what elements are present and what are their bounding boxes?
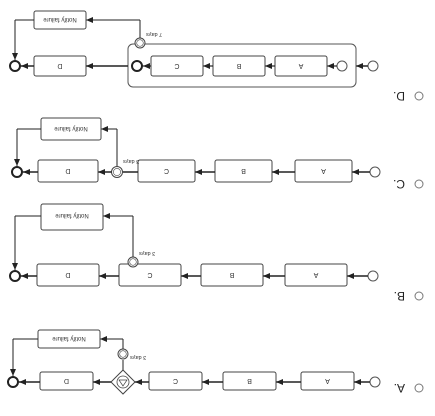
option-c-end-event — [11, 166, 23, 178]
option-d-task-d-label: D — [57, 62, 62, 69]
option-b-timer-label: 3 days — [139, 250, 155, 256]
option-a-radio[interactable] — [414, 383, 424, 393]
option-a-end-event — [7, 376, 19, 388]
option-b-label: B. — [394, 289, 405, 303]
option-a-task-c-label: C — [173, 377, 178, 384]
option-a-label: A. — [394, 381, 405, 395]
option-d-task-c-label: C — [174, 62, 179, 69]
option-c-task-d — [37, 159, 99, 183]
option-c-task-b-label: B — [241, 167, 246, 174]
option-a-task-c — [148, 371, 203, 391]
option-a: A. A B C D — [7, 329, 424, 395]
option-d-timer-label: 7 days — [146, 31, 162, 37]
option-c-task-b — [214, 159, 273, 183]
option-d-inner-end-event — [131, 60, 143, 72]
option-a-timer-label: 3 days — [130, 354, 146, 360]
option-c-start-event — [369, 166, 381, 178]
option-a-task-d — [39, 371, 94, 391]
option-c-task-c-label: C — [164, 167, 169, 174]
option-d-label: D. — [393, 89, 405, 103]
option-d-end-event — [9, 60, 21, 72]
option-b-end-event — [9, 270, 21, 282]
option-d-radio[interactable] — [414, 91, 424, 101]
option-d-notify-label: Notify failure — [43, 16, 77, 22]
option-b-task-b-label: B — [229, 271, 234, 278]
option-a-notify-label: Notify failure — [52, 335, 86, 341]
option-a-start-event — [369, 376, 381, 388]
option-c-task-d-label: D — [65, 167, 70, 174]
option-b: B. A B C D 3 days — [9, 203, 424, 303]
option-b-task-b — [200, 263, 264, 287]
option-d-task-b-label: B — [236, 62, 241, 69]
option-a-task-d-label: D — [64, 377, 69, 384]
option-c-notify-label: Notify failure — [54, 125, 88, 131]
option-c-timer-label: 3 days — [123, 158, 139, 164]
option-d: D. A B C D — [9, 10, 424, 103]
option-b-task-a — [284, 263, 348, 287]
option-c-task-a-label: A — [321, 167, 326, 174]
option-b-notify-label: Notify failure — [55, 212, 89, 218]
option-c: C. A B C 3 days D — [11, 117, 424, 191]
option-b-task-c — [118, 263, 182, 287]
option-b-task-d-label: D — [65, 271, 70, 278]
option-d-task-a-label: A — [298, 62, 303, 69]
option-b-notify-task — [40, 203, 104, 231]
option-a-event-gateway — [110, 369, 136, 395]
option-c-radio[interactable] — [414, 179, 424, 189]
option-b-start-event — [367, 270, 379, 282]
option-a-task-b-label: B — [247, 377, 252, 384]
option-b-task-d — [36, 263, 100, 287]
option-a-task-a — [300, 371, 355, 391]
option-a-task-b — [222, 371, 277, 391]
option-c-task-a — [294, 159, 353, 183]
option-a-task-a-label: A — [325, 377, 330, 384]
option-c-task-c — [137, 159, 196, 183]
option-d-start-event — [367, 60, 379, 72]
option-c-label: C. — [393, 177, 405, 191]
option-b-radio[interactable] — [414, 291, 424, 301]
option-b-task-a-label: A — [313, 271, 318, 278]
option-d-inner-start-event — [336, 60, 348, 72]
option-b-task-c-label: C — [147, 271, 152, 278]
